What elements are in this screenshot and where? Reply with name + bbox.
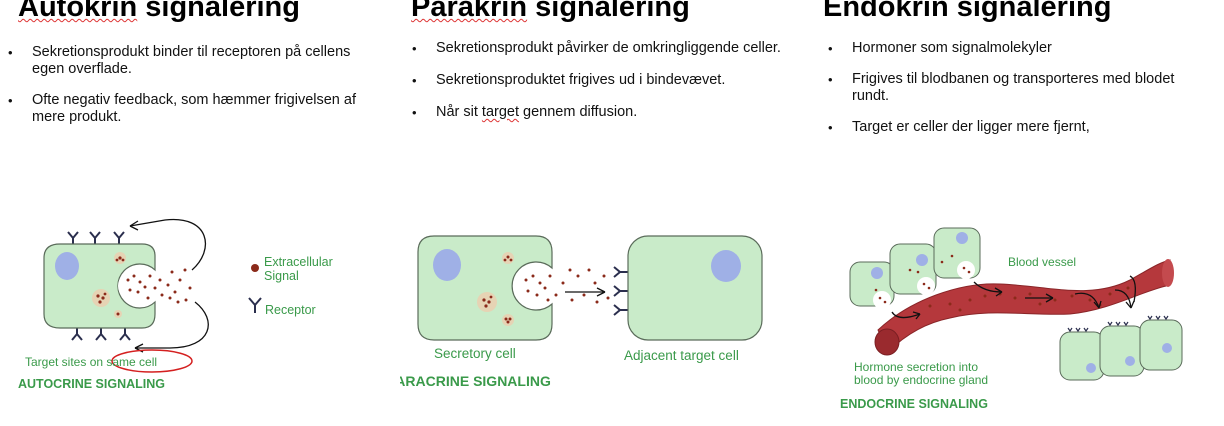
secretory-cell-label: Secretory cell (434, 346, 516, 361)
paracrine-caption: PARACRINE SIGNALING (400, 373, 551, 389)
same-cell-annotation (111, 349, 193, 373)
endocrine-panel: Endokrin signalering Hormoner som signal… (810, 0, 1224, 426)
paracrine-bullets: Sekretionsprodukt påvirker de omkringlig… (412, 40, 782, 121)
list-item: Target er celler der ligger mere fjernt, (828, 119, 1208, 136)
autocrine-title-rest: signalering (137, 0, 300, 23)
autocrine-diagram: Extracellular Signal Receptor Target sit… (18, 218, 333, 391)
autocrine-title: Autokrin signalering (18, 0, 300, 24)
legend-signal-line2: Signal (264, 269, 299, 283)
paracrine-title-rest: signalering (527, 0, 690, 23)
nucleus (711, 250, 741, 282)
signal-dots (524, 268, 610, 304)
target-sites-label: Target sites on same cell (25, 355, 157, 369)
legend-signal-line1: Extracellular (264, 255, 333, 269)
flow-arrows (891, 275, 1136, 320)
receptor-icon (613, 266, 628, 316)
nucleus (433, 249, 461, 281)
autocrine-caption: AUTOCRINE SIGNALING (18, 377, 165, 391)
secretion-label-line2: blood by endocrine gland (854, 373, 988, 387)
signal-dots (126, 268, 192, 304)
secretion-label-line1: Hormone secretion into (854, 360, 978, 374)
list-item: Frigives til blodbanen og transporteres … (828, 71, 1208, 105)
nucleus (55, 252, 79, 280)
autocrine-bullets: Sekretionsprodukt binder til receptoren … (8, 44, 368, 126)
list-item: Sekretionsprodukt binder til receptoren … (8, 44, 368, 78)
endocrine-title: Endokrin signalering (823, 0, 1112, 23)
receptor-icon (67, 231, 131, 341)
adjacent-target-label: Adjacent target cell (624, 348, 739, 363)
list-item: Sekretionsprodukt påvirker de omkringlig… (412, 40, 782, 57)
adjacent-target-cell (627, 235, 763, 341)
autocrine-title-word: Autokrin (18, 0, 138, 23)
autocrine-panel: Autokrin signalering Sekretionsprodukt b… (0, 0, 400, 426)
blood-vessel-label: Blood vessel (1008, 255, 1076, 269)
list-item: Hormoner som signalmolekyler (828, 40, 1208, 57)
signal-legend-dot (251, 264, 259, 272)
receptor-icon (1067, 315, 1169, 333)
endocrine-bullets: Hormoner som signalmolekyler Frigives ti… (828, 40, 1208, 136)
endocrine-diagram: Blood vessel Hormone secretion into bloo… (840, 227, 1183, 411)
paracrine-diagram: Secretory cell Adjacent target cell PARA… (400, 235, 763, 389)
endocrine-caption: ENDOCRINE SIGNALING (840, 397, 988, 411)
hormone-dots (874, 254, 1130, 312)
list-item: Når sit target gennem diffusion. (412, 104, 782, 121)
receptor-legend-icon (248, 297, 262, 313)
paracrine-title-word: Parakrin (411, 0, 528, 23)
list-item: Sekretionsproduktet frigives ud i bindev… (412, 72, 782, 89)
paracrine-panel: Parakrin signalering Sekretionsprodukt p… (400, 0, 810, 426)
list-item: Ofte negativ feedback, som hæmmer frigiv… (8, 92, 368, 126)
legend-receptor: Receptor (265, 303, 316, 317)
paracrine-title: Parakrin signalering (411, 0, 690, 24)
